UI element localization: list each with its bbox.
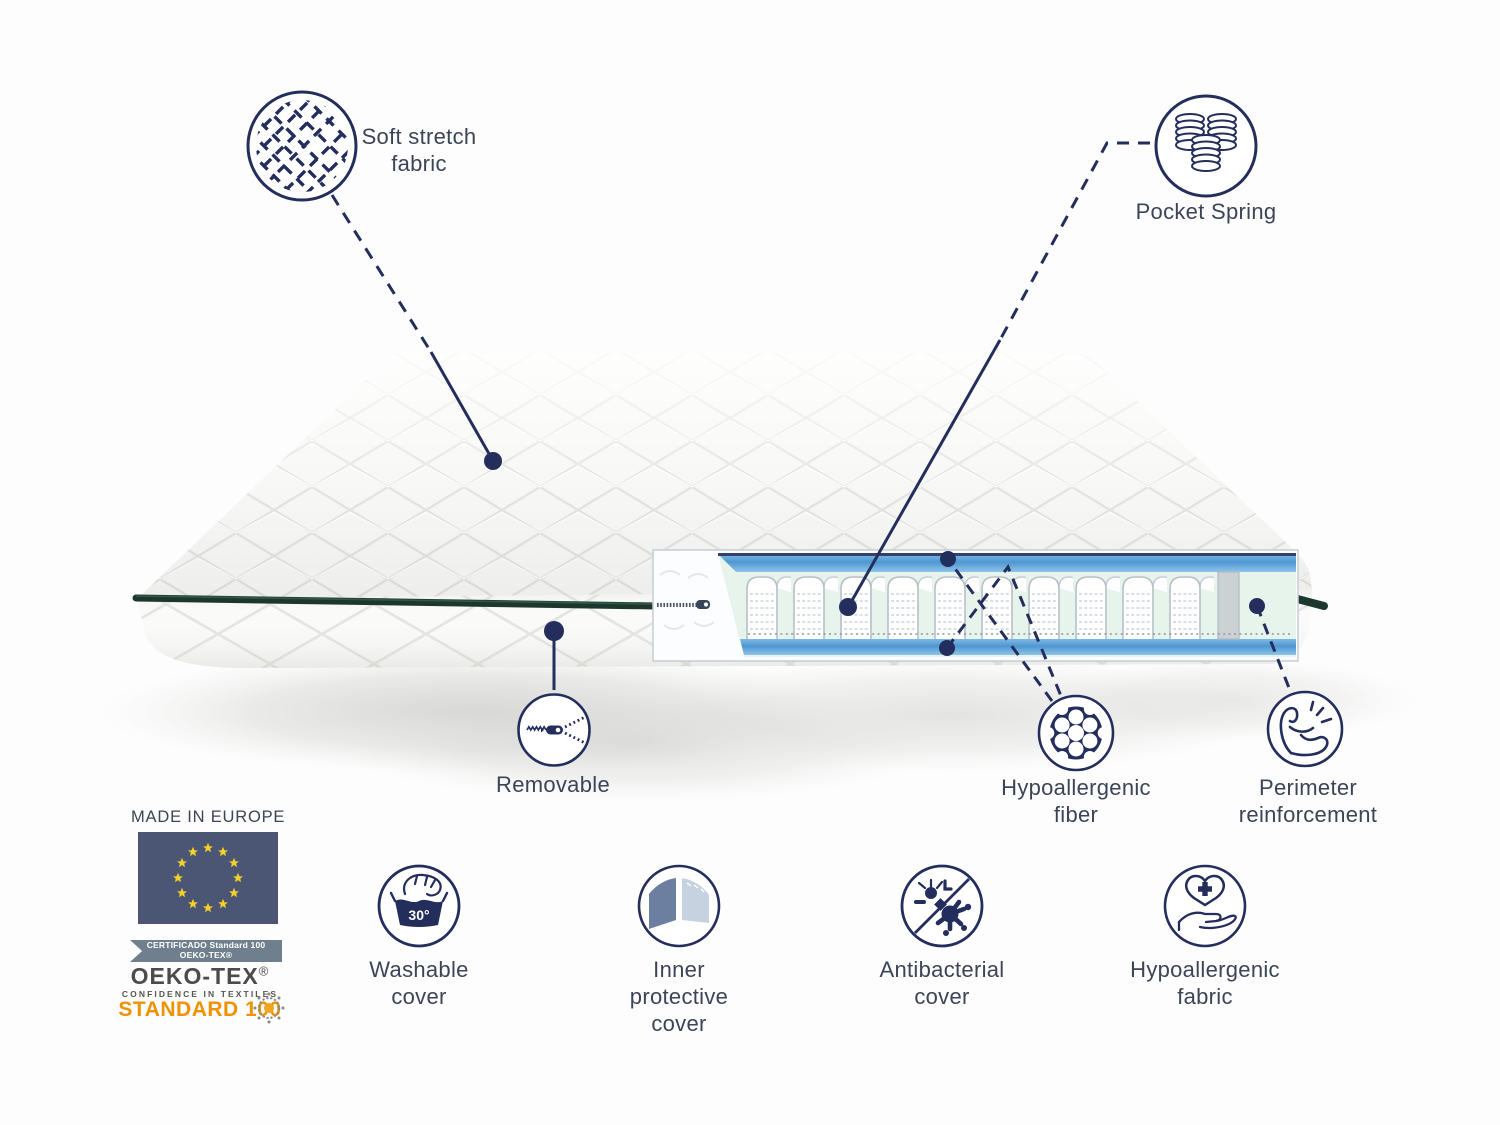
mattress-top-surface xyxy=(137,353,1312,601)
coil-springs-icon xyxy=(1154,94,1258,198)
soft-stretch-label: Soft stretch fabric xyxy=(361,124,477,176)
no-bacteria-icon xyxy=(900,864,984,948)
floor-shadow xyxy=(100,650,1420,803)
fabric-weave-icon xyxy=(246,90,358,202)
pocket-spring-label: Pocket Spring xyxy=(1135,199,1277,224)
hypoallergenic-fabric-label: Hypoallergenic fabric xyxy=(1130,957,1280,1009)
mattress-cutaway xyxy=(652,549,1299,662)
oeko-standard-100: STANDARD 100 xyxy=(118,998,282,1021)
oeko-flower-icon xyxy=(253,992,285,1024)
eu-flag xyxy=(138,832,278,924)
flexed-arm-icon xyxy=(1266,690,1344,768)
wash-temp-text: 30° xyxy=(408,907,429,923)
washable-cover-label: Washable cover xyxy=(369,957,469,1009)
zipper-icon xyxy=(517,693,591,767)
perimeter-reinforcement-label: Perimeter reinforcement xyxy=(1238,775,1378,827)
antibacterial-cover-label: Antibacterial cover xyxy=(879,957,1005,1009)
oeko-tex-tagline: CONFIDENCE IN TEXTILES xyxy=(121,989,279,999)
inner-cover-icon xyxy=(637,864,721,948)
oeko-ribbon-line1: CERTIFICADO Standard 100 xyxy=(146,940,266,951)
leader-line-removable xyxy=(544,621,564,690)
made-in-europe-label: MADE IN EUROPE xyxy=(131,808,286,826)
removable-label: Removable xyxy=(496,772,610,797)
oeko-ribbon-line2: OEKO-TEX® xyxy=(179,950,233,960)
heart-cross-hand-icon xyxy=(1163,864,1247,948)
hand-wash-30-icon: 30° xyxy=(377,864,461,948)
oeko-ribbon: CERTIFICADO Standard 100 OEKO-TEX® xyxy=(130,940,282,962)
leader-line-pocket-spring xyxy=(839,141,1150,616)
leader-line-soft-stretch xyxy=(330,194,502,470)
hypoallergenic-fiber-label: Hypoallergenic fiber xyxy=(1001,775,1151,827)
cutaway-zipper-pull xyxy=(696,600,710,609)
inner-protective-cover-label: Inner protective cover xyxy=(629,957,729,1036)
oeko-tex-brand: OEKO-TEX® xyxy=(130,963,270,989)
fiber-cross-section-icon xyxy=(1037,694,1115,772)
leader-line-perimeter xyxy=(1249,598,1293,694)
leader-line-hypoallergenic-fiber xyxy=(939,551,1063,702)
